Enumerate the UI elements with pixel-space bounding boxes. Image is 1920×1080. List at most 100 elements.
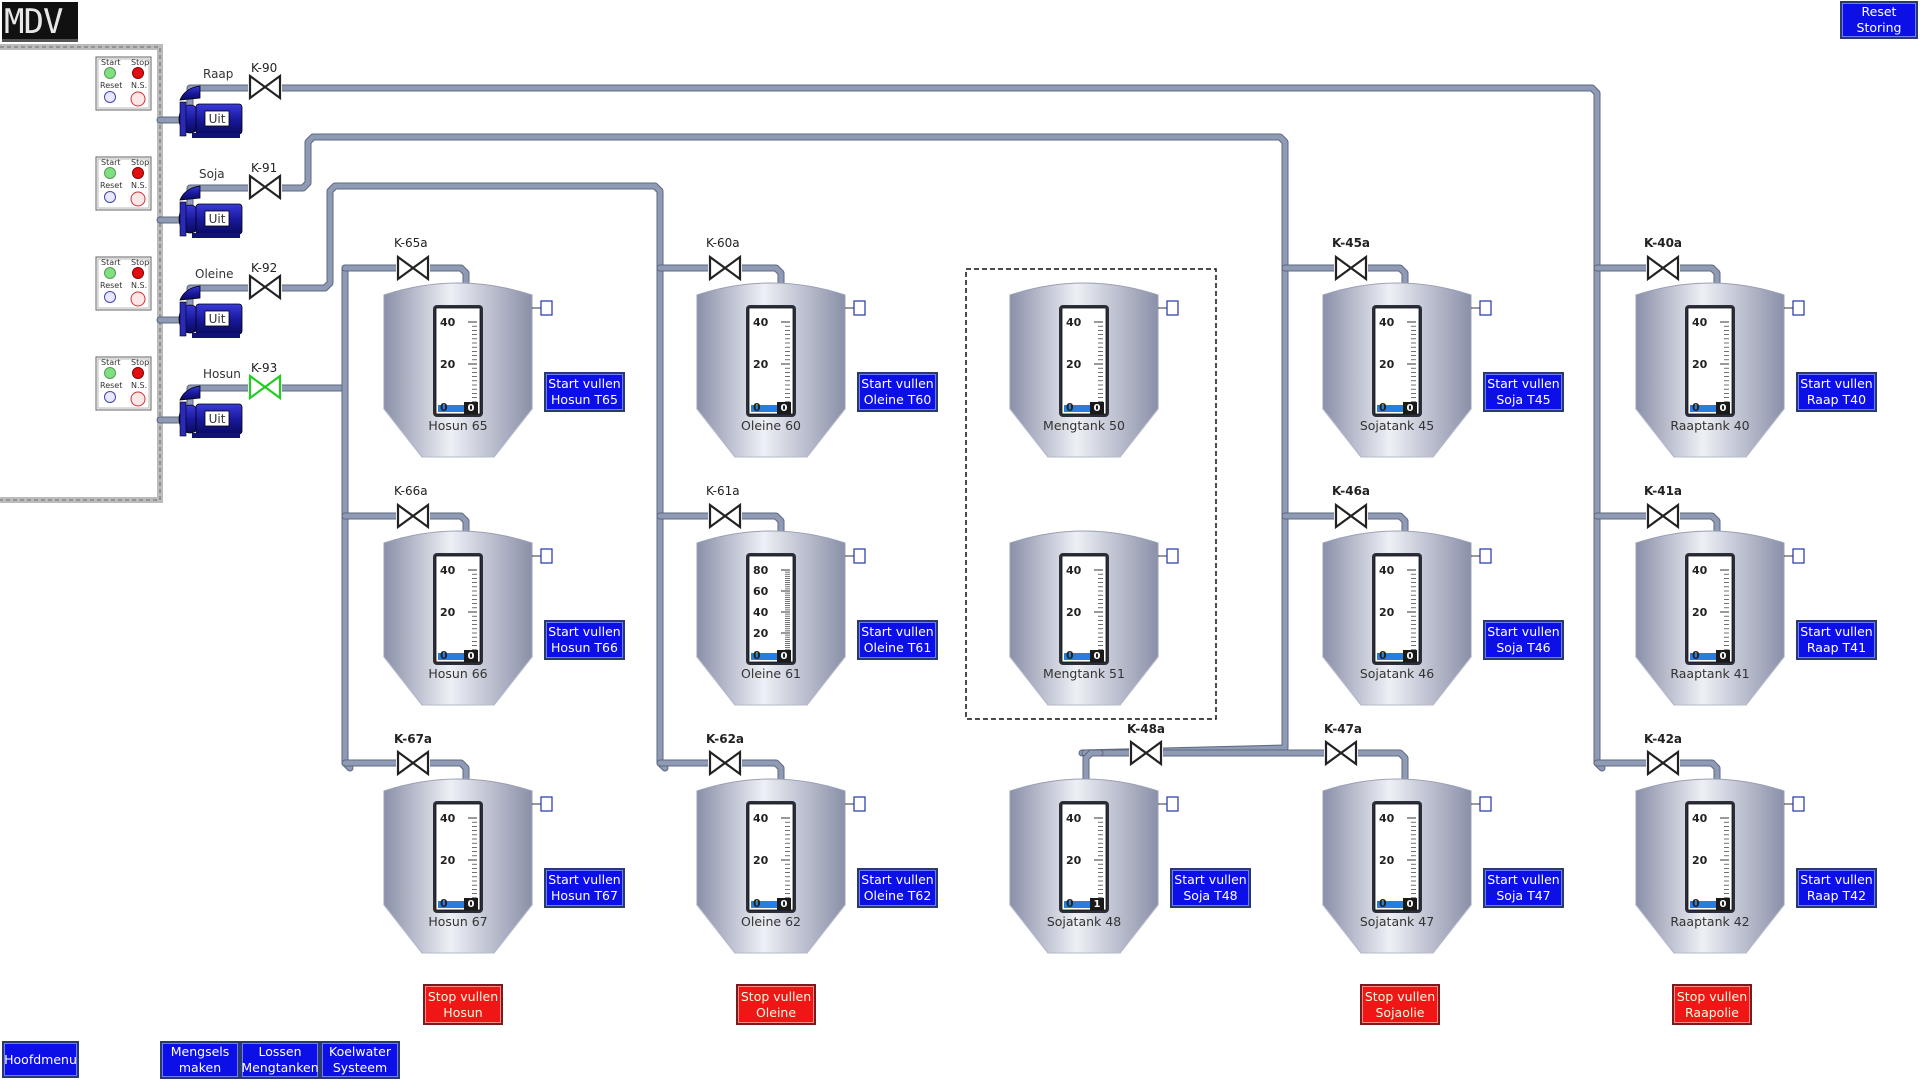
tank-sojatank-45-outlet-indicator[interactable] — [1479, 300, 1492, 316]
pump-soja-motor[interactable]: Uit — [178, 185, 243, 238]
pump-hosun-panel-label: Stop — [131, 358, 149, 367]
pump-raap-reset-indicator[interactable] — [104, 91, 116, 103]
pump-oleine-reset-indicator[interactable] — [104, 291, 116, 303]
tank-hosun-65-valve-k-65a[interactable]: K-65a — [394, 236, 430, 282]
tank-oleine-62-valve-k-62a[interactable]: K-62a — [706, 732, 744, 777]
pump-raap-valve-k-90[interactable]: K-90 — [248, 61, 282, 101]
tank-raaptank-41-start-filling-button[interactable]: Start vullen Raap T41 — [1796, 620, 1877, 660]
tank-raaptank-42-valve-k-42a[interactable]: K-42a — [1644, 732, 1682, 777]
tank-hosun-67-outlet-indicator[interactable] — [540, 796, 553, 812]
pump-raap-start-indicator[interactable] — [104, 67, 116, 79]
tank-sojatank-46-scale-label: 20 — [1379, 606, 1395, 619]
tank-sojatank-45-start-filling-button[interactable]: Start vullen Soja T45 — [1483, 372, 1564, 412]
tank-hosun-66-start-filling-button[interactable]: Start vullen Hosun T66 — [544, 620, 625, 660]
tank-hosun-67-valve-k-67a[interactable]: K-67a — [394, 732, 432, 777]
tank-mengtank-51-level-value: 0 — [1094, 651, 1101, 662]
tank-sojatank-48-valve-k-48a[interactable]: K-48a — [1127, 722, 1165, 767]
tank-sojatank-47-outlet-indicator[interactable] — [1479, 796, 1492, 812]
pump-raap-motor[interactable]: Uit — [178, 85, 243, 138]
tank-sojatank-45-scale-label: 20 — [1379, 358, 1395, 371]
tank-sojatank-47-start-filling-label: Start vullen Soja T47 — [1487, 872, 1560, 903]
pump-hosun-stop-indicator[interactable] — [132, 367, 144, 379]
tank-raaptank-40-start-filling-button[interactable]: Start vullen Raap T40 — [1796, 372, 1877, 412]
tank-raaptank-40-outlet-indicator[interactable] — [1792, 300, 1805, 316]
nav-lossen-mengtanken-button[interactable]: Lossen Mengtanken — [240, 1041, 320, 1079]
main-menu-button[interactable]: Hoofdmenu — [2, 1041, 79, 1078]
tank-oleine-60-start-filling-button[interactable]: Start vullen Oleine T60 — [857, 372, 938, 412]
tank-mengtank-51-outlet-indicator[interactable] — [1166, 548, 1179, 564]
pump-oleine-start-indicator[interactable] — [104, 267, 116, 279]
stop-filling-oleine-button[interactable]: Stop vullen Oleine — [736, 984, 816, 1025]
pump-soja-stop-indicator[interactable] — [132, 167, 144, 179]
tank-sojatank-45-valve-k-45a[interactable]: K-45a — [1332, 236, 1370, 282]
svg-text:0: 0 — [1066, 897, 1074, 910]
pump-oleine-ns-indicator[interactable] — [130, 291, 146, 307]
pump-hosun-motor[interactable]: Uit — [178, 385, 243, 438]
pump-hosun-start-indicator[interactable] — [104, 367, 116, 379]
pump-soja-ns-indicator[interactable] — [130, 191, 146, 207]
nav-koelwater-systeem-button[interactable]: Koelwater Systeem — [320, 1041, 400, 1079]
tank-sojatank-48-outlet-indicator[interactable] — [1166, 796, 1179, 812]
pump-hosun-valve-k-93[interactable]: K-93 — [248, 361, 282, 401]
tank-oleine-60-outlet-indicator[interactable] — [853, 300, 866, 316]
pump-raap-stop-indicator[interactable] — [132, 67, 144, 79]
tank-hosun-66-valve-k-66a[interactable]: K-66a — [394, 484, 430, 530]
pump-oleine-motor[interactable]: Uit — [178, 285, 243, 338]
tank-raaptank-40-name: Raaptank 40 — [1670, 418, 1749, 433]
pump-hosun-reset-indicator[interactable] — [104, 391, 116, 403]
tank-sojatank-46-outlet-indicator[interactable] — [1479, 548, 1492, 564]
tank-hosun-67-start-filling-button[interactable]: Start vullen Hosun T67 — [544, 868, 625, 908]
tank-oleine-60-level-value: 0 — [781, 403, 788, 414]
tank-raaptank-41-outlet-indicator[interactable] — [1792, 548, 1805, 564]
pump-soja-valve-k-91[interactable]: K-91 — [248, 161, 282, 201]
tank-raaptank-42-start-filling-button[interactable]: Start vullen Raap T42 — [1796, 868, 1877, 908]
pump-oleine-panel-label: N.S. — [131, 281, 147, 290]
stop-filling-hosun-button[interactable]: Stop vullen Hosun — [423, 984, 503, 1025]
nav-mengsels-maken-button[interactable]: Mengsels maken — [160, 1041, 240, 1079]
pump-oleine-stop-indicator[interactable] — [132, 267, 144, 279]
tank-hosun-65-start-filling-button[interactable]: Start vullen Hosun T65 — [544, 372, 625, 412]
tank-oleine-61-start-filling-button[interactable]: Start vullen Oleine T61 — [857, 620, 938, 660]
tank-hosun-66-outlet-indicator[interactable] — [540, 548, 553, 564]
tank-raaptank-42-outlet-indicator[interactable] — [1792, 796, 1805, 812]
tank-mengtank-50-level-fill — [1064, 405, 1100, 412]
tank-raaptank-40-valve-k-40a[interactable]: K-40a — [1644, 236, 1682, 282]
tank-mengtank-50-outlet-indicator[interactable] — [1166, 300, 1179, 316]
pump-oleine-valve-k-92[interactable]: K-92 — [248, 261, 282, 301]
tank-sojatank-46-valve-k-46a[interactable]: K-46a — [1332, 484, 1370, 530]
tank-oleine-62-start-filling-button[interactable]: Start vullen Oleine T62 — [857, 868, 938, 908]
tank-oleine-61-valve-k-61a[interactable]: K-61a — [706, 484, 742, 530]
pump-hosun-ns-indicator[interactable] — [130, 391, 146, 407]
tank-hosun-65-name: Hosun 65 — [428, 418, 487, 433]
svg-text:0: 0 — [753, 649, 761, 662]
tank-oleine-61-outlet-indicator[interactable] — [853, 548, 866, 564]
tank-sojatank-46-start-filling-button[interactable]: Start vullen Soja T46 — [1483, 620, 1564, 660]
tank-hosun-67-level-fill — [438, 901, 474, 908]
tank-raaptank-41-level-value: 0 — [1720, 651, 1727, 662]
tank-oleine-61-start-filling-label: Start vullen Oleine T61 — [861, 624, 934, 655]
pump-soja-start-indicator[interactable] — [104, 167, 116, 179]
stop-filling-raapolie-button[interactable]: Stop vullen Raapolie — [1672, 984, 1752, 1025]
tank-mengtank-50-scale-label: 20 — [1066, 358, 1082, 371]
tank-sojatank-47-valve-k-47a[interactable]: K-47a — [1324, 722, 1362, 767]
tank-oleine-62-outlet-indicator[interactable] — [853, 796, 866, 812]
tank-oleine-60-valve-k-60a[interactable]: K-60a — [706, 236, 742, 282]
tank-sojatank-48-start-filling-button[interactable]: Start vullen Soja T48 — [1170, 868, 1251, 908]
pump-oleine-panel-label: Reset — [100, 281, 122, 290]
pump-raap-ns-indicator[interactable] — [130, 91, 146, 107]
reset-fault-button[interactable]: Reset Storing — [1840, 1, 1918, 39]
tank-hosun-65-outlet-indicator[interactable] — [540, 300, 553, 316]
stop-filling-sojaolie-button[interactable]: Stop vullen Sojaolie — [1360, 984, 1440, 1025]
tank-raaptank-42-name: Raaptank 42 — [1670, 914, 1749, 929]
tank-sojatank-47-start-filling-button[interactable]: Start vullen Soja T47 — [1483, 868, 1564, 908]
tank-raaptank-41-valve-k-41a[interactable]: K-41a — [1644, 484, 1682, 530]
pump-soja-reset-indicator[interactable] — [104, 191, 116, 203]
